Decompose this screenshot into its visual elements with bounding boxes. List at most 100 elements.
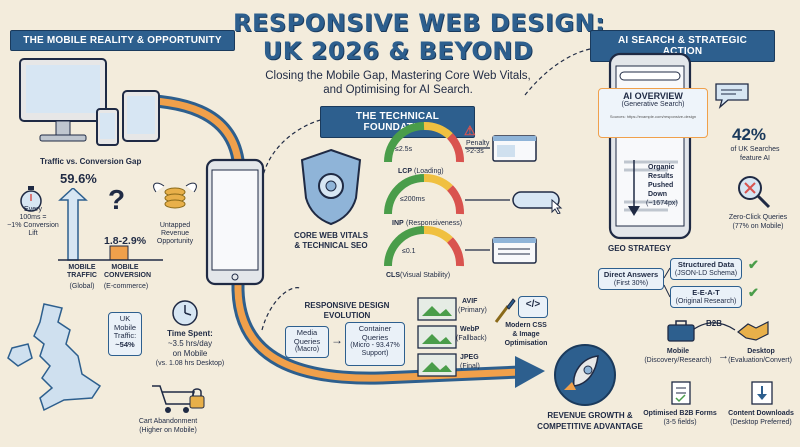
time-4: (vs. 1.08 hrs Desktop) — [155, 360, 225, 367]
media-1: Media — [296, 328, 318, 337]
organic-2: Results — [648, 173, 674, 180]
main-flow-arrowhead — [515, 356, 545, 388]
organic-4: Down — [648, 191, 668, 198]
mobile-section-banner: THE MOBILE REALITY & OPPORTUNITY — [10, 30, 235, 51]
container-2: Queries — [361, 332, 389, 342]
phone-small-icon — [96, 108, 119, 146]
jpeg-sub: (Final) — [460, 363, 480, 370]
subtitle-line-1: Closing the Mobile Gap, Mastering Core W… — [265, 70, 531, 82]
question-mark-icon: ? — [108, 184, 126, 215]
time-3: on Mobile — [172, 349, 208, 358]
desktop-monitor-icon — [19, 58, 107, 142]
b2b-label: B2B — [706, 319, 723, 328]
mobile-1: Mobile — [666, 348, 690, 355]
eeat-2: (Original Research) — [675, 297, 737, 305]
desktop-1: Desktop — [747, 348, 775, 355]
gauges — [384, 122, 464, 267]
flying-coins-icon — [153, 182, 197, 209]
paintbrush-icon — [494, 298, 516, 323]
cls-gauge — [384, 226, 464, 267]
time-1: Time Spent: — [167, 329, 213, 338]
organic-3: Pushed — [648, 182, 674, 189]
uk-map-icon — [7, 303, 102, 412]
css-label-2: & Image — [512, 331, 540, 338]
uk-traffic-2: Mobile — [113, 322, 137, 332]
webp-label: WebP — [460, 326, 480, 333]
cart-lock-icon — [152, 385, 205, 413]
hourglass-clock-icon — [172, 300, 198, 326]
lcp-sub: (Loading) — [414, 168, 444, 175]
overview-2: (Generative Search) — [621, 101, 685, 109]
eeat-box: E-E-A-T (Original Research) — [670, 286, 742, 308]
arrow-media-container: → — [331, 333, 343, 347]
penalty-1: Penalty — [466, 140, 490, 147]
speech-bubble-icon — [715, 83, 749, 109]
uk-traffic-1: UK — [119, 314, 131, 323]
uk-traffic-4: ~54% — [115, 339, 135, 349]
arrow-mobile-desktop: → — [718, 350, 729, 362]
form-checklist-icon — [671, 381, 691, 405]
ai-phone-icon — [608, 52, 692, 240]
untapped-2: Revenue — [160, 230, 190, 237]
briefcase-icon — [667, 320, 695, 342]
lcp-screen-icon — [492, 135, 537, 162]
ai-overview-card: AI OVERVIEW (Generative Search) Sources:… — [598, 88, 708, 138]
direct-2: (First 30%) — [613, 279, 649, 287]
conversion-sub: (E-commerce) — [103, 283, 149, 290]
organic-5: (~1674px) — [646, 200, 678, 207]
cls-screen-icon — [492, 237, 537, 264]
struct-1: Structured Data — [677, 260, 735, 269]
conversion-label: MOBILE CONVERSION — [104, 264, 152, 279]
geo-connector-1 — [663, 267, 671, 279]
desktop-2: (Evaluation/Convert) — [728, 357, 792, 364]
eeat-1: E-E-A-T — [692, 288, 720, 297]
avif-sub: (Primary) — [458, 307, 487, 314]
zero-click-1: Zero-Click Queries — [728, 214, 788, 221]
speed-lift-3: ~1% Conversion — [7, 222, 59, 229]
cls-sub: (Visual Stability) — [400, 272, 451, 279]
evolution-label-2: EVOLUTION — [323, 311, 371, 320]
central-phone-icon — [205, 158, 265, 286]
cart-1: Cart Abandonment — [138, 418, 198, 425]
check-struct-icon: ✔ — [748, 257, 759, 272]
direct-answers-box: Direct Answers (First 30%) — [598, 268, 664, 290]
media-2: Queries — [293, 336, 321, 346]
magnifier-icon — [738, 176, 771, 209]
evolution-label-1: RESPONSIVE DESIGN — [304, 301, 390, 310]
traffic-sub: (Global) — [69, 283, 95, 290]
revenue-label-2: COMPETITIVE ADVANTAGE — [537, 422, 643, 431]
ai-stat-2: feature AI — [740, 155, 770, 162]
dashed-connector-ai — [524, 47, 596, 96]
ai-stat-value: 42% — [732, 125, 767, 144]
overview-source: Sources: https://example.com/responsive-… — [609, 115, 697, 120]
traffic-value: 59.6% — [60, 171, 97, 186]
uk-traffic-box: UK Mobile Traffic: ~54% — [108, 312, 142, 356]
css-label-3: Optimisation — [504, 340, 548, 347]
webp-sub: (Fallback) — [456, 335, 487, 342]
container-queries-box: Container Queries (Micro - 93.47% Suppor… — [345, 322, 405, 366]
css-label-1: Modern CSS — [505, 322, 547, 329]
speed-lift-1: Every — [24, 206, 42, 213]
inp-gauge — [384, 174, 464, 215]
container-1: Container — [358, 324, 392, 333]
inp-label: INP — [392, 220, 404, 227]
shield-label-1: CORE WEB VITALS — [293, 231, 369, 240]
inp-button-click-icon — [512, 191, 563, 214]
mobile-2: (Discovery/Research) — [644, 357, 712, 364]
rocket-badge-icon — [554, 344, 616, 406]
inp-sub: (Responsiveness) — [406, 220, 463, 227]
subtitle-line-2: and Optimising for AI Search. — [323, 84, 473, 96]
handshake-icon — [737, 321, 769, 341]
check-eeat-icon: ✔ — [748, 285, 759, 300]
uk-traffic-3: Traffic: — [113, 331, 137, 341]
lcp-value: ≤2.5s — [395, 146, 413, 153]
lcp-label: LCP — [398, 168, 412, 175]
geo-connector-2 — [663, 284, 671, 298]
dashed-connector-bottom — [261, 287, 301, 331]
forms-1: Optimised B2B Forms — [643, 410, 717, 417]
forms-2: (3-5 fields) — [663, 419, 697, 426]
content-1: Content Downloads — [728, 410, 794, 417]
cart-2: (Higher on Mobile) — [139, 427, 197, 434]
